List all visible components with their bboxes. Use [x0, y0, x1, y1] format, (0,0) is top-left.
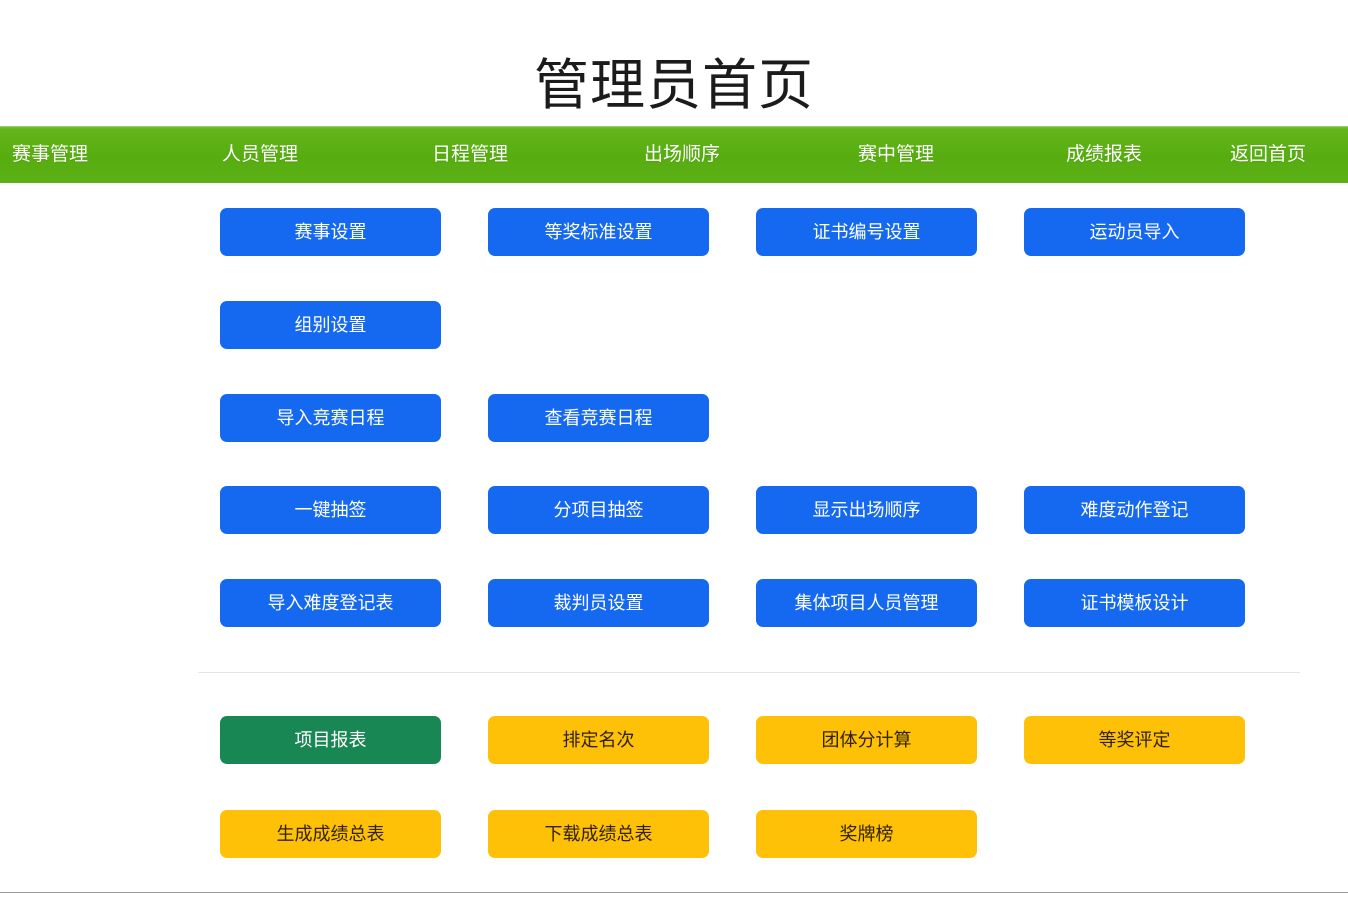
nav-item-2[interactable]: 日程管理 [431, 144, 508, 165]
action-button-reports-0[interactable]: 项目报表 [220, 716, 441, 764]
action-button-primary-8[interactable]: 分项目抽签 [488, 486, 709, 534]
action-button-primary-0[interactable]: 赛事设置 [220, 208, 441, 256]
action-button-reports-3[interactable]: 等奖评定 [1024, 716, 1245, 764]
action-button-primary-12[interactable]: 裁判员设置 [488, 579, 709, 627]
action-button-primary-11[interactable]: 导入难度登记表 [220, 579, 441, 627]
page-title: 管理员首页 [533, 53, 814, 116]
action-button-primary-9[interactable]: 显示出场顺序 [756, 486, 977, 534]
action-button-reports-6[interactable]: 奖牌榜 [756, 810, 977, 858]
action-button-primary-5[interactable]: 导入竞赛日程 [220, 394, 441, 442]
action-button-primary-6[interactable]: 查看竞赛日程 [488, 394, 709, 442]
main-navigation-bar: 赛事管理 人员管理 日程管理 出场顺序 赛中管理 成绩报表 返回首页 [0, 126, 1348, 183]
action-button-primary-1[interactable]: 等奖标准设置 [488, 208, 709, 256]
action-button-reports-4[interactable]: 生成成绩总表 [220, 810, 441, 858]
action-button-reports-1[interactable]: 排定名次 [488, 716, 709, 764]
nav-item-4[interactable]: 赛中管理 [857, 144, 934, 165]
action-button-reports-5[interactable]: 下载成绩总表 [488, 810, 709, 858]
action-button-primary-4[interactable]: 组别设置 [220, 301, 441, 349]
nav-item-6[interactable]: 返回首页 [1229, 144, 1306, 165]
action-button-primary-14[interactable]: 证书模板设计 [1024, 579, 1245, 627]
nav-item-1[interactable]: 人员管理 [221, 144, 298, 165]
action-button-reports-2[interactable]: 团体分计算 [756, 716, 977, 764]
section-divider [198, 672, 1300, 673]
nav-item-0[interactable]: 赛事管理 [11, 144, 88, 165]
action-button-primary-13[interactable]: 集体项目人员管理 [756, 579, 977, 627]
nav-item-5[interactable]: 成绩报表 [1065, 144, 1142, 165]
action-button-primary-7[interactable]: 一键抽签 [220, 486, 441, 534]
action-button-primary-2[interactable]: 证书编号设置 [756, 208, 977, 256]
action-button-primary-10[interactable]: 难度动作登记 [1024, 486, 1245, 534]
nav-items-container: 赛事管理 人员管理 日程管理 出场顺序 赛中管理 成绩报表 返回首页 [0, 126, 1348, 183]
nav-item-3[interactable]: 出场顺序 [643, 144, 720, 165]
page-bottom-rule [0, 892, 1348, 893]
action-button-primary-3[interactable]: 运动员导入 [1024, 208, 1245, 256]
